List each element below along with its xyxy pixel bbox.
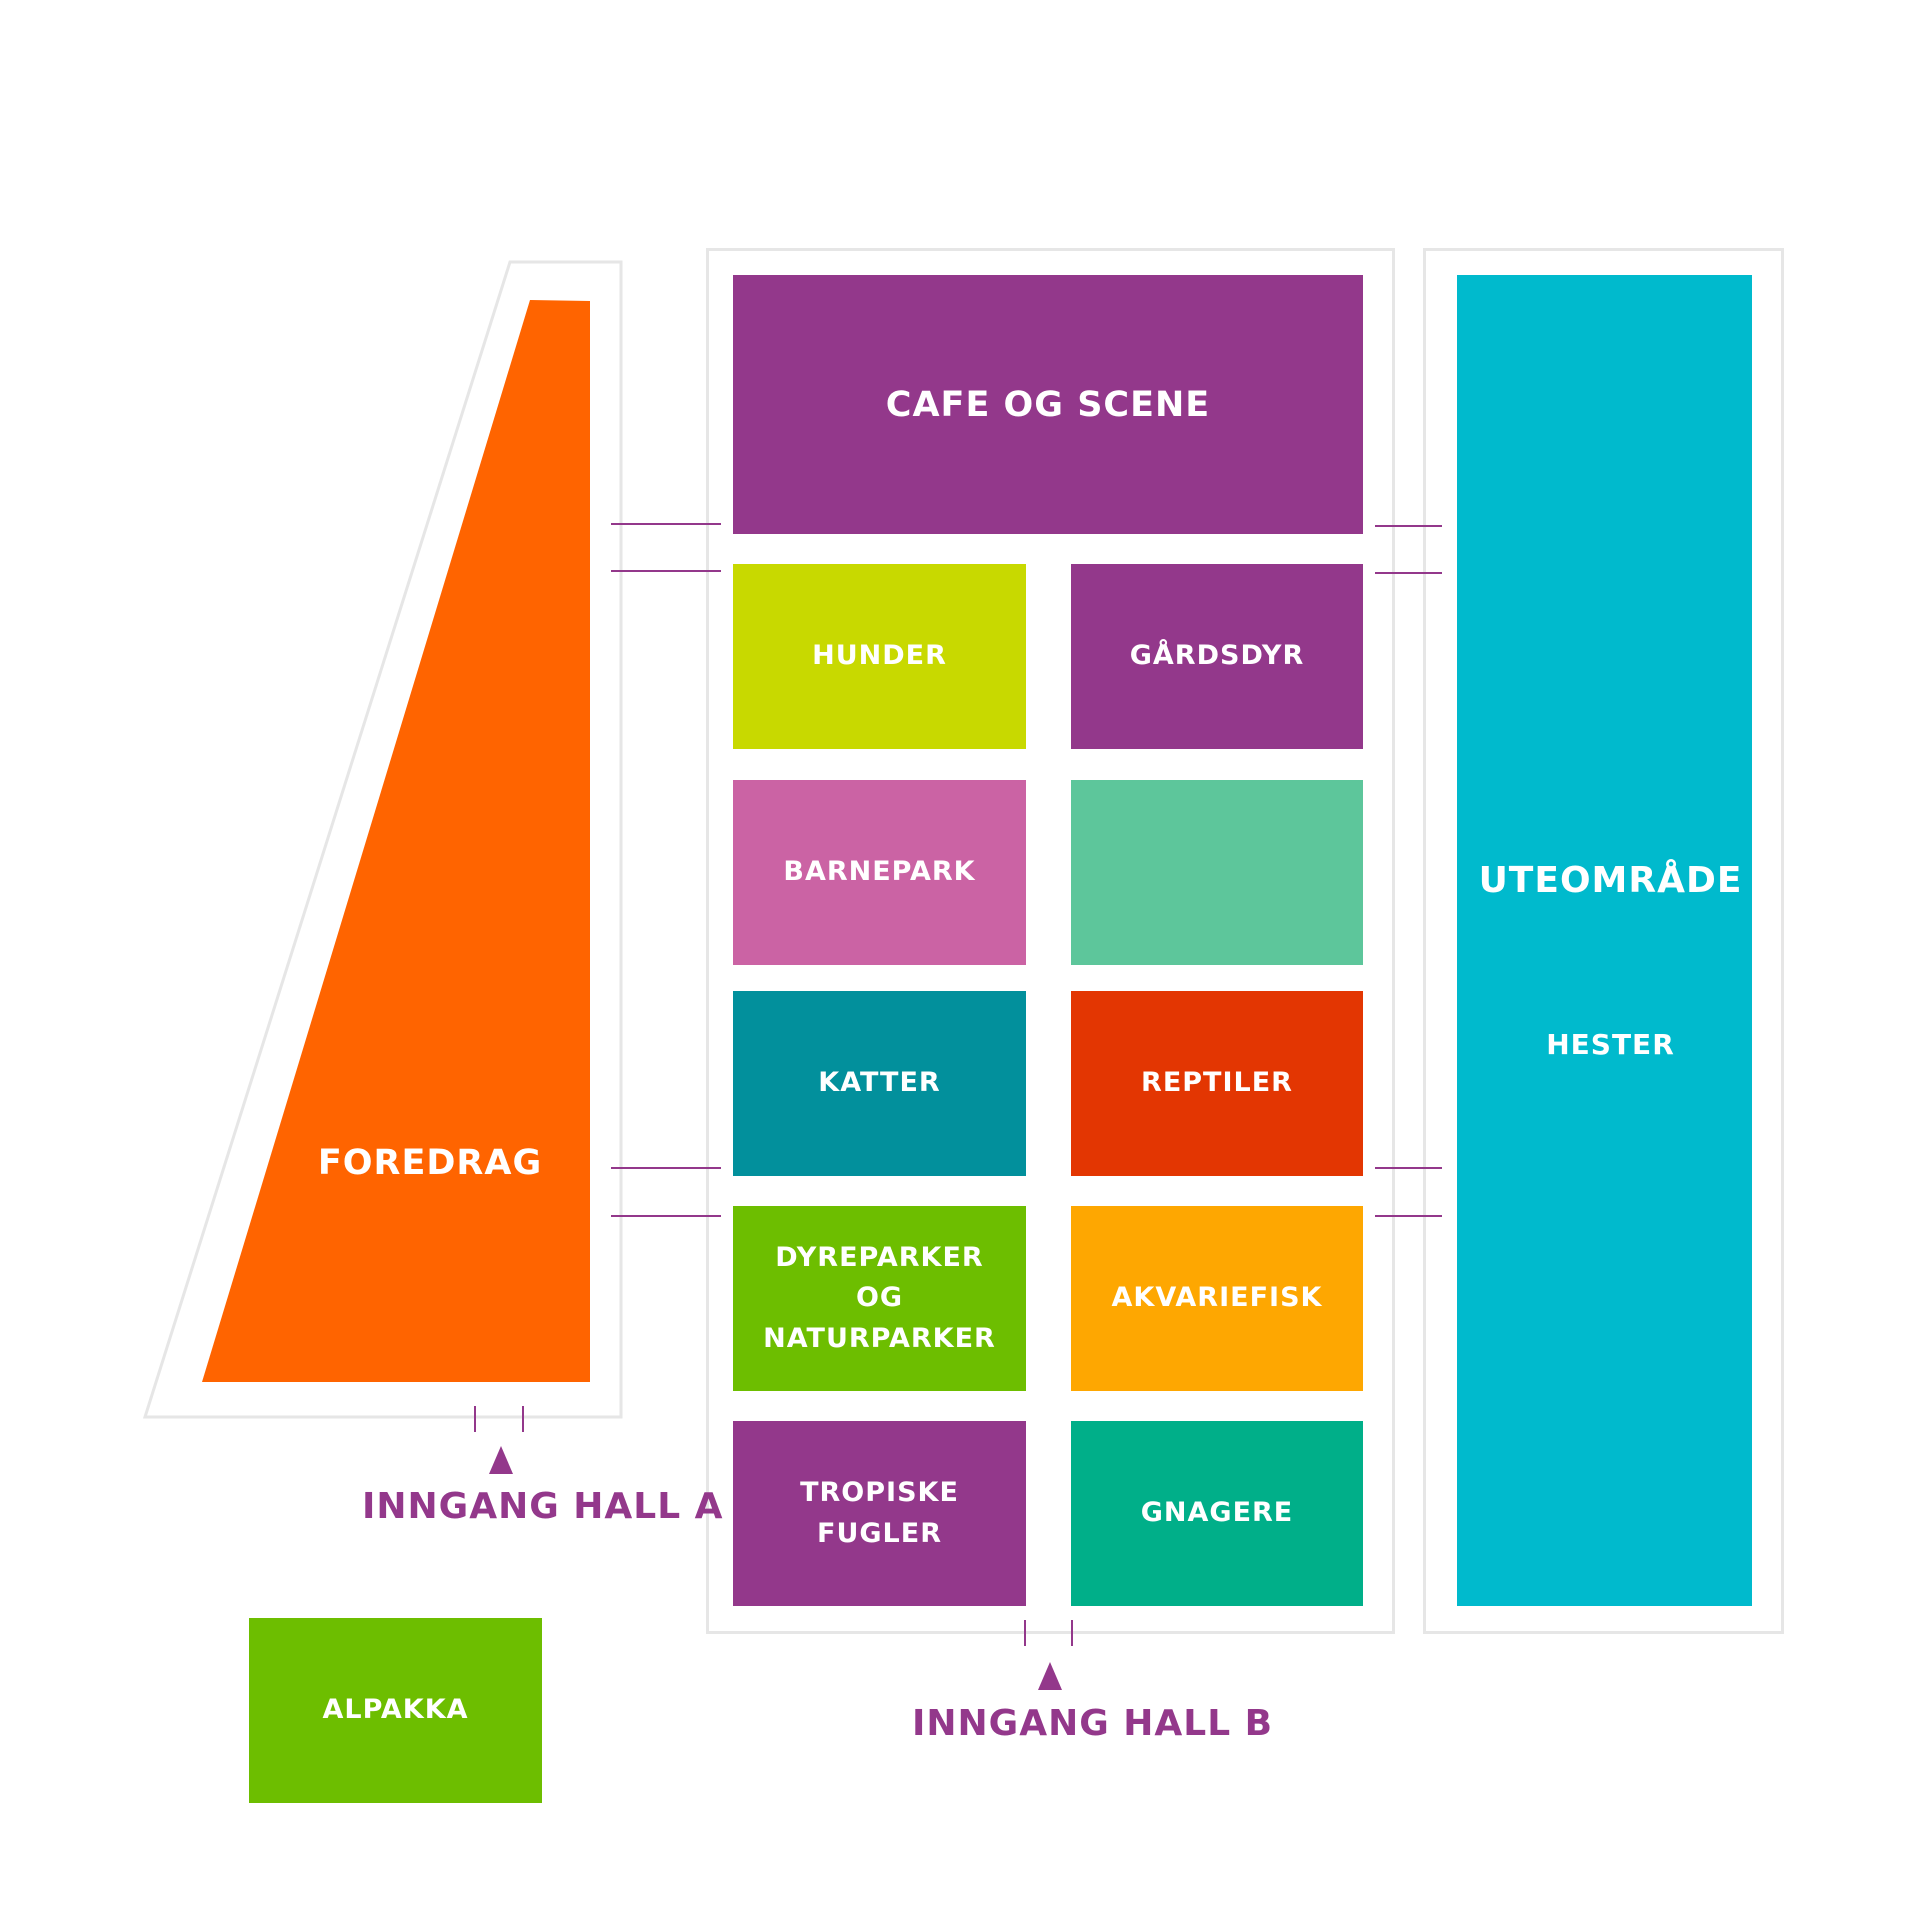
katter-zone[interactable]: KATTER (733, 991, 1026, 1176)
barnepark-zone[interactable]: BARNEPARK (733, 780, 1026, 965)
uteomrade-outline (1423, 248, 1784, 1634)
cafe-og-scene-zone[interactable]: CAFE OG SCENE (733, 275, 1363, 534)
gnagere-zone[interactable]: GNAGERE (1071, 1421, 1363, 1606)
barnepark-label: BARNEPARK (783, 856, 976, 888)
reptiler-label: REPTILER (1141, 1067, 1293, 1099)
dyreparker-label-line2: OG (855, 1282, 904, 1314)
foredrag-label: FOREDRAG (317, 1143, 543, 1183)
hall-b-outline (706, 248, 1395, 1634)
connector-b-ute-2 (1375, 572, 1442, 574)
dyreparker-label-line1: DYREPARKER (775, 1241, 984, 1273)
entrance-b-tick-right (1071, 1620, 1073, 1646)
tropiske-fugler-label-line1: TROPISKE (800, 1477, 959, 1508)
entrance-a-tick-left (474, 1406, 476, 1432)
reptiler-zone[interactable]: REPTILER (1071, 991, 1363, 1176)
entrance-hall-a-label[interactable]: INNGANG HALL A (362, 1486, 724, 1527)
gardsdyr-zone[interactable]: GÅRDSDYR (1071, 564, 1363, 749)
alpakka-label: ALPAKKA (322, 1694, 469, 1726)
entrance-hall-b-label[interactable]: INNGANG HALL B (912, 1703, 1274, 1744)
entrance-b-arrow-icon (1038, 1662, 1062, 1690)
tropiske-fugler-zone[interactable]: TROPISKE FUGLER (733, 1421, 1026, 1606)
uteomrade-zone[interactable] (1457, 275, 1752, 1606)
connector-b-ute-4 (1375, 1215, 1442, 1217)
entrance-a-tick-right (522, 1406, 524, 1432)
gardsdyr-label: GÅRDSDYR (1129, 640, 1305, 672)
akvariefisk-zone[interactable]: AKVARIEFISK (1071, 1206, 1363, 1391)
uteomrade-label: UTEOMRÅDE (1478, 860, 1743, 901)
alpakka-zone[interactable]: ALPAKKA (249, 1618, 542, 1803)
entrance-b-tick-left (1024, 1620, 1026, 1646)
connector-a-b-4 (611, 1215, 721, 1217)
connector-b-ute-3 (1375, 1167, 1442, 1169)
tropiske-fugler-label-line2: FUGLER (817, 1517, 942, 1549)
connector-a-b-3 (611, 1167, 721, 1169)
hunder-label: HUNDER (812, 640, 947, 672)
entrance-a-arrow-icon (489, 1446, 513, 1474)
dyreparker-label-line3: NATURPARKER (763, 1322, 996, 1354)
hester-label: HESTER (1546, 1028, 1675, 1061)
unlabeled-zone[interactable] (1071, 780, 1363, 965)
hall-a-outline (142, 260, 623, 1419)
connector-a-b-2 (611, 570, 721, 572)
connector-b-ute-1 (1375, 525, 1442, 527)
katter-label: KATTER (818, 1067, 941, 1099)
akvariefisk-label: AKVARIEFISK (1111, 1282, 1323, 1314)
connector-a-b-1 (611, 523, 721, 525)
gnagere-label: GNAGERE (1140, 1497, 1294, 1529)
hunder-zone[interactable]: HUNDER (733, 564, 1026, 749)
foredrag-zone[interactable] (202, 300, 590, 1382)
cafe-og-scene-label: CAFE OG SCENE (885, 384, 1211, 425)
dyreparker-zone[interactable]: DYREPARKER OG NATURPARKER (733, 1206, 1026, 1391)
